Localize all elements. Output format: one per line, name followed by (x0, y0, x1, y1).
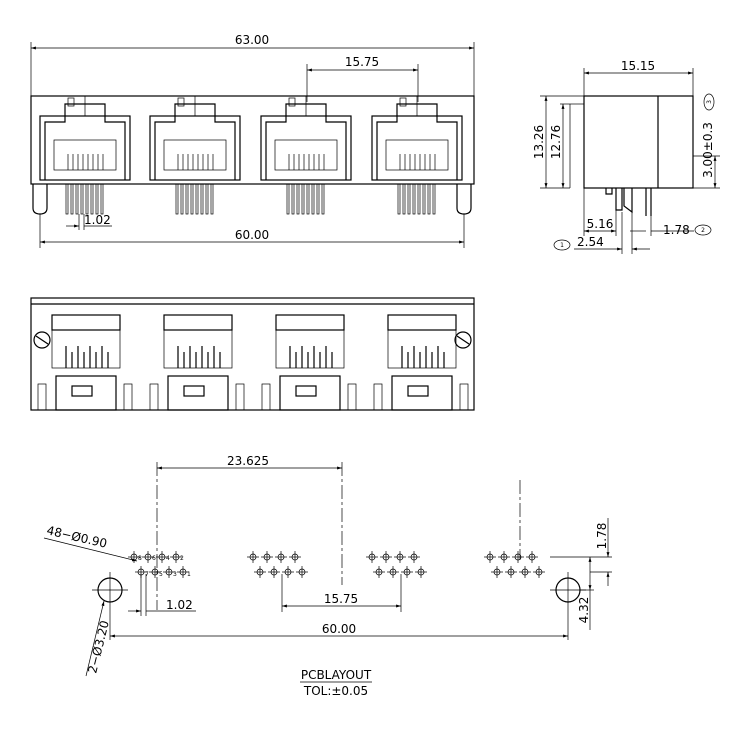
dim-depth: 15.15 (621, 59, 655, 73)
note-3-label: 3 (706, 100, 713, 104)
dim-peg-span: 60.00 (235, 228, 269, 242)
pin-number: 4 (166, 555, 170, 562)
dim-pcb-port-pitch: 15.75 (324, 592, 358, 606)
dim-overall-width: 63.00 (235, 33, 269, 47)
pcb-hole-group-2 (247, 551, 308, 578)
pin-number: 7 (145, 571, 149, 578)
front-port-1 (39, 96, 131, 215)
note-1-label: 1 (560, 242, 564, 249)
pin-number: 8 (138, 555, 142, 562)
pcb-layout: 23.625 8 7 6 5 4 3 2 1 48−Ø0.90 2−Ø3.20 1.02 15… (43, 454, 612, 698)
front-port-4 (371, 96, 463, 215)
dim-pin-offset: 5.16 (587, 217, 614, 231)
front-view: 63.00 15.75 1.02 60.00 (30, 33, 475, 248)
bottom-port-1 (37, 314, 133, 411)
side-view: 15.15 13.26 12.76 3.00±0.3 3 5.16 (532, 59, 720, 254)
front-port-pins-3 (286, 183, 325, 215)
bottom-ports (37, 314, 469, 411)
pin-number: 1 (187, 571, 191, 578)
dim-peg-offset: 4.32 (577, 597, 591, 624)
dim-pin-pitch: 1.02 (84, 213, 111, 227)
dim-pin-to-edge: 1.78 (663, 223, 690, 237)
note-1-oval (553, 239, 571, 251)
pin-number: 5 (159, 571, 163, 578)
layout-title: PCBLAYOUT (301, 668, 372, 682)
note-3-oval (703, 93, 715, 111)
front-port-2 (149, 96, 241, 215)
pin-number: 6 (152, 555, 156, 562)
pin-number: 2 (180, 555, 184, 562)
front-port-pins-1 (65, 183, 104, 215)
peg-hole-callout: 2−Ø3.20 (85, 619, 112, 675)
dim-pin-length: 3.00±0.3 (701, 122, 715, 178)
dim-center-to-port: 23.625 (227, 454, 269, 468)
note-2-oval (694, 224, 712, 236)
pcb-hole-group-1: 8 7 6 5 4 3 2 1 (128, 551, 191, 578)
bottom-port-3 (261, 314, 357, 411)
dim-pin-spacing: 2.54 (577, 235, 604, 249)
pcb-holes: 8 7 6 5 4 3 2 1 (128, 551, 545, 578)
dim-height-total: 13.26 (532, 125, 546, 159)
pin-number: 3 (173, 571, 177, 578)
front-port-pins-2 (175, 183, 214, 215)
bottom-view (30, 297, 475, 411)
layout-tolerance: TOL:±0.05 (303, 684, 368, 698)
dim-row-offset: 1.78 (595, 523, 609, 550)
dim-pcb-peg-span: 60.00 (322, 622, 356, 636)
front-ports (39, 96, 463, 215)
pcb-hole-group-3 (366, 551, 427, 578)
bottom-port-2 (149, 314, 245, 411)
dim-pcb-pin-pitch: 1.02 (166, 598, 193, 612)
bottom-port-4 (373, 314, 469, 411)
pcb-hole-group-4 (484, 551, 545, 578)
note-2-label: 2 (701, 227, 705, 234)
dim-port-pitch: 15.75 (345, 55, 379, 69)
hole-callout: 48−Ø0.90 (45, 523, 108, 550)
front-port-pins-4 (397, 183, 436, 215)
dim-height-body: 12.76 (549, 125, 563, 159)
front-port-3 (260, 96, 352, 215)
